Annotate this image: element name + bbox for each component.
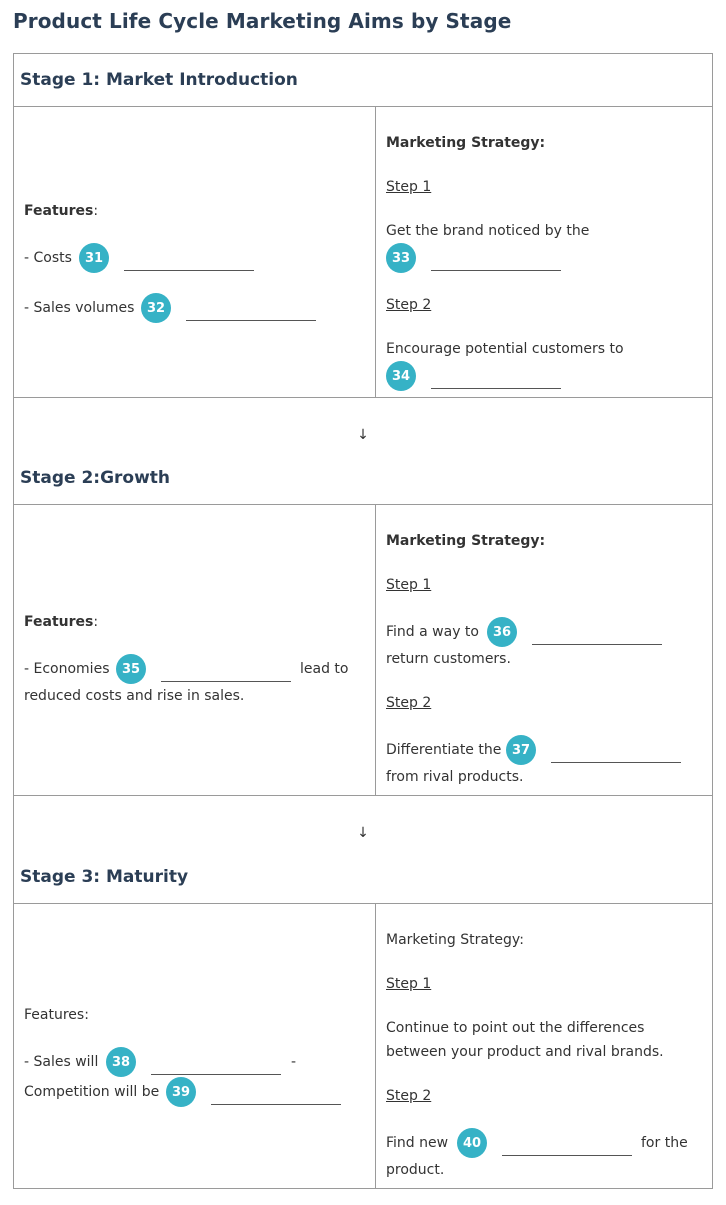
answer-blank-37[interactable] (551, 762, 681, 763)
answer-blank-34[interactable] (431, 388, 561, 389)
stage-1-strategy-label: Marketing Strategy: (386, 135, 546, 151)
answer-blank-40[interactable] (502, 1155, 632, 1156)
answer-blank-32[interactable] (186, 320, 316, 321)
lead-to-text: lead to (300, 661, 349, 677)
answer-blank-38[interactable] (151, 1074, 281, 1075)
question-badge-35: 35 (116, 654, 146, 684)
stage-1-strategy-cell: Marketing Strategy: Step 1 Get the brand… (376, 106, 712, 397)
down-arrow-icon: ↓ (357, 427, 369, 443)
sales-volumes-label: - Sales volumes (24, 300, 135, 316)
answer-blank-33[interactable] (431, 270, 561, 271)
stage-3-features-label: Features: (24, 1007, 89, 1023)
question-badge-36: 36 (487, 617, 517, 647)
down-arrow-icon: ↓ (357, 825, 369, 841)
reduced-costs-text: reduced costs and rise in sales. (24, 688, 245, 704)
stage-1-features-cell: Features: - Costs 31 - Sales volumes 32 (14, 106, 376, 397)
stage-3-strategy-cell: Marketing Strategy: Step 1 Continue to p… (376, 903, 712, 1188)
stage-3-header: Stage 3: Maturity (13, 850, 713, 904)
stage-3-step-1: Step 1 (386, 976, 432, 992)
competition-label: Competition will be (24, 1084, 160, 1100)
answer-blank-31[interactable] (124, 270, 254, 271)
stage-3-strategy-label: Marketing Strategy: (386, 932, 524, 948)
stage-2-step-1: Step 1 (386, 577, 432, 593)
question-badge-40: 40 (457, 1128, 487, 1158)
for-the-text: for the (641, 1135, 688, 1151)
question-badge-39: 39 (166, 1077, 196, 1107)
stage-3-heading: Stage 3: Maturity (20, 866, 189, 887)
stage-2-features-label: Features: (24, 614, 99, 630)
stage-1-heading: Stage 1: Market Introduction (20, 70, 298, 90)
find-a-way-text: Find a way to (386, 624, 479, 640)
stage-3-step-2: Step 2 (386, 1088, 432, 1104)
stage-1-content-row: Features: - Costs 31 - Sales volumes 32 … (13, 106, 713, 398)
page-title: Product Life Cycle Marketing Aims by Sta… (13, 9, 512, 33)
continue-text-line-2: between your product and rival brands. (386, 1044, 664, 1060)
stage-2-step-2: Step 2 (386, 695, 432, 711)
stage-2-strategy-cell: Marketing Strategy: Step 1 Find a way to… (376, 504, 712, 795)
economies-label: - Economies (24, 661, 110, 677)
question-badge-37: 37 (506, 735, 536, 765)
sales-will-label: - Sales will (24, 1054, 99, 1070)
stage-2-heading: Stage 2:Growth (20, 468, 171, 488)
stage-2-features-cell: Features: - Economies 35 lead to reduced… (14, 504, 376, 795)
question-badge-34: 34 (386, 361, 416, 391)
stage-1-step-2: Step 2 (386, 297, 432, 313)
stage-2-content-row: Features: - Economies 35 lead to reduced… (13, 504, 713, 796)
product-text: product. (386, 1162, 445, 1178)
from-rival-text: from rival products. (386, 769, 524, 785)
stage-transition-1: ↓ (13, 397, 713, 453)
stage-1-features-label: Features: (24, 203, 99, 219)
question-badge-33: 33 (386, 243, 416, 273)
stage-1-step-2-text: Encourage potential customers to (386, 341, 624, 357)
answer-blank-36[interactable] (532, 644, 662, 645)
stage-1-step-1-text: Get the brand noticed by the (386, 223, 590, 239)
find-new-text: Find new (386, 1135, 449, 1151)
stage-1-header: Stage 1: Market Introduction (13, 53, 713, 107)
question-badge-32: 32 (141, 293, 171, 323)
stage-2-header: Stage 2:Growth (13, 452, 713, 505)
answer-blank-39[interactable] (211, 1104, 341, 1105)
question-badge-38: 38 (106, 1047, 136, 1077)
differentiate-text: Differentiate the (386, 742, 502, 758)
stage-2-strategy-label: Marketing Strategy: (386, 533, 546, 549)
stage-transition-2: ↓ (13, 795, 713, 851)
answer-blank-35[interactable] (161, 681, 291, 682)
question-badge-31: 31 (79, 243, 109, 273)
stage-3-content-row: Features: - Sales will 38 - Competition … (13, 903, 713, 1189)
dash-separator: - (291, 1054, 297, 1070)
continue-text-line-1: Continue to point out the differences (386, 1020, 645, 1036)
stage-1-step-1: Step 1 (386, 179, 432, 195)
costs-label: - Costs (24, 250, 72, 266)
return-customers-text: return customers. (386, 651, 511, 667)
stage-3-features-cell: Features: - Sales will 38 - Competition … (14, 903, 376, 1188)
